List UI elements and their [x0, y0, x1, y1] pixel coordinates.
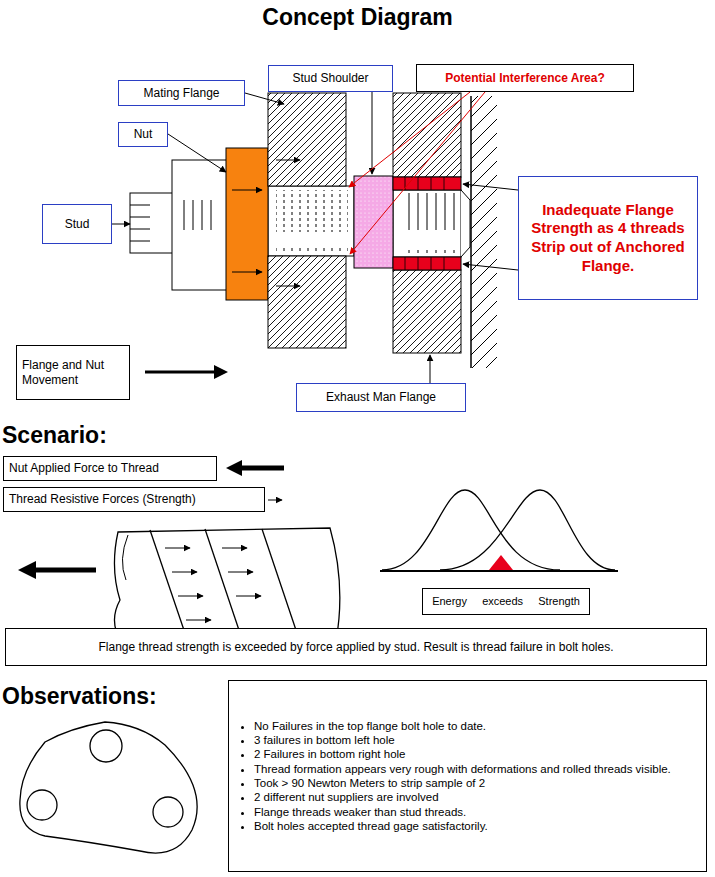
box-text: Flange and Nut Movement	[22, 358, 124, 388]
observation-item: Flange threads weaker than stud threads.	[254, 805, 701, 819]
box-text: Stud Shoulder	[274, 71, 387, 86]
box-text: Exhaust Man Flange	[302, 390, 460, 405]
observation-item: Took > 90 Newton Meters to strip sample …	[254, 776, 701, 790]
thread-drawing	[18, 528, 340, 643]
part-label: Mating Flange	[118, 80, 245, 106]
part-label: Stud	[42, 204, 112, 244]
force-label: Nut Applied Force to Thread	[3, 456, 217, 481]
part-label: Stud Shoulder	[268, 65, 393, 92]
observation-item: 2 different nut suppliers are involved	[254, 790, 701, 804]
section-heading: Observations:	[2, 683, 157, 710]
box-text: Stud	[48, 217, 106, 232]
anchor-wall	[471, 96, 497, 368]
box-text: Energy exceeds Strength	[428, 595, 584, 609]
box-text: Thread Resistive Forces (Strength)	[9, 492, 259, 507]
flange-outline	[20, 722, 197, 853]
stud-shoulder-drawing	[354, 176, 393, 268]
section-heading: Scenario:	[2, 422, 107, 449]
box-text: Flange thread strength is exceeded by fo…	[11, 640, 701, 655]
title: Concept Diagram	[0, 4, 715, 31]
movement-arrow	[145, 365, 228, 379]
part-label: Exhaust Man Flange	[296, 383, 466, 412]
observation-item: Bolt holes accepted thread gage satisfac…	[254, 819, 701, 833]
summary-box: Flange thread strength is exceeded by fo…	[5, 628, 707, 666]
warning-note: Potential Interference Area?	[416, 64, 634, 92]
box-text: Nut Applied Force to Thread	[9, 461, 211, 476]
box-text: Nut	[124, 127, 162, 142]
curve-caption: Energy exceeds Strength	[422, 588, 590, 615]
observation-item: No Failures in the top flange bolt hole …	[254, 719, 701, 733]
observation-item: Thread formation appears very rough with…	[254, 762, 701, 776]
observation-item: 3 failures in bottom left hole	[254, 733, 701, 747]
failure-note: Inadequate Flange Strength as 4 threads …	[518, 176, 698, 300]
nut-drawing	[226, 148, 268, 300]
stress-strength-curves	[380, 490, 618, 571]
exhaust-flange-drawing	[393, 93, 461, 353]
box-text: Inadequate Flange Strength as 4 threads …	[524, 201, 692, 276]
box-text: Potential Interference Area?	[422, 71, 628, 86]
box-text: Mating Flange	[124, 86, 239, 101]
mating-flange-drawing	[268, 93, 346, 348]
observation-list: No Failures in the top flange bolt hole …	[228, 680, 707, 872]
movement-label: Flange and Nut Movement	[16, 345, 130, 400]
leader-lines	[112, 92, 518, 383]
part-label: Nut	[118, 122, 168, 147]
observation-item: 2 Failures in bottom right hole	[254, 747, 701, 761]
force-label: Thread Resistive Forces (Strength)	[3, 487, 265, 512]
